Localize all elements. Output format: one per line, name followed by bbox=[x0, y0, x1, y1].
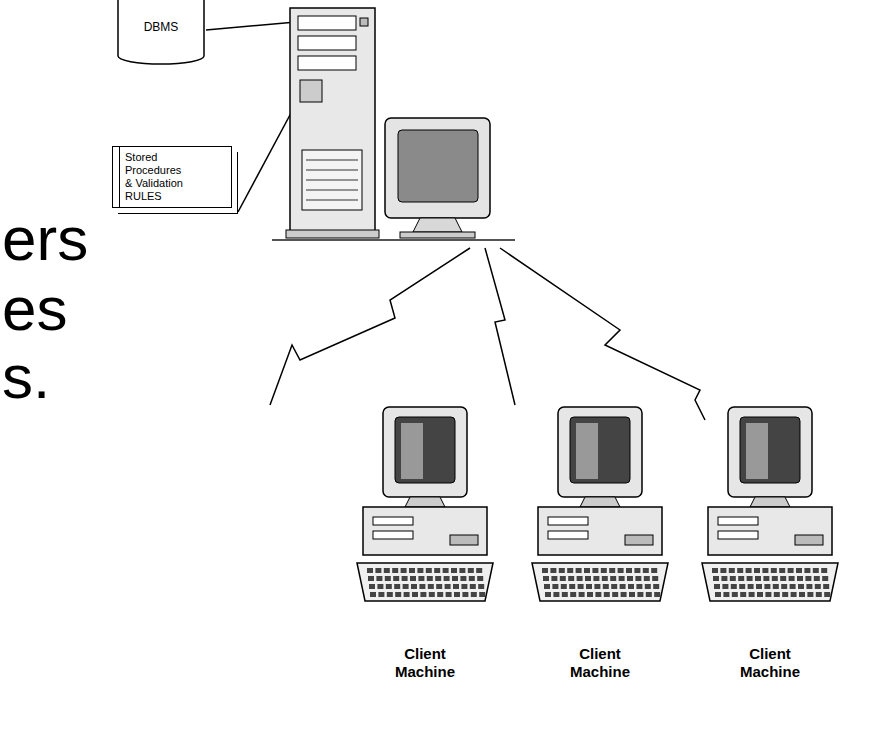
box-side-line bbox=[119, 147, 120, 207]
client-computer-icon bbox=[700, 405, 840, 625]
slide-text: s. bbox=[2, 346, 50, 408]
client-computer-icon bbox=[530, 405, 670, 625]
client-machine: Client Machine bbox=[530, 405, 670, 705]
client-caption: Client Machine bbox=[700, 645, 840, 681]
slide-text: ers bbox=[2, 208, 88, 270]
database-cylinder: DBMS bbox=[116, 0, 206, 66]
database-label: DBMS bbox=[116, 0, 206, 34]
client-computer-icon bbox=[355, 405, 495, 625]
client-machine: Client Machine bbox=[700, 405, 840, 705]
rule-box-frame: Stored Procedures & Validation RULES bbox=[112, 146, 232, 208]
slide-text: es bbox=[2, 278, 67, 340]
client-machine: Client Machine bbox=[355, 405, 495, 705]
rule-box: Stored Procedures & Validation RULES bbox=[112, 146, 238, 218]
client-caption: Client Machine bbox=[530, 645, 670, 681]
client-caption: Client Machine bbox=[355, 645, 495, 681]
rule-text: Stored Procedures & Validation RULES bbox=[125, 151, 191, 203]
